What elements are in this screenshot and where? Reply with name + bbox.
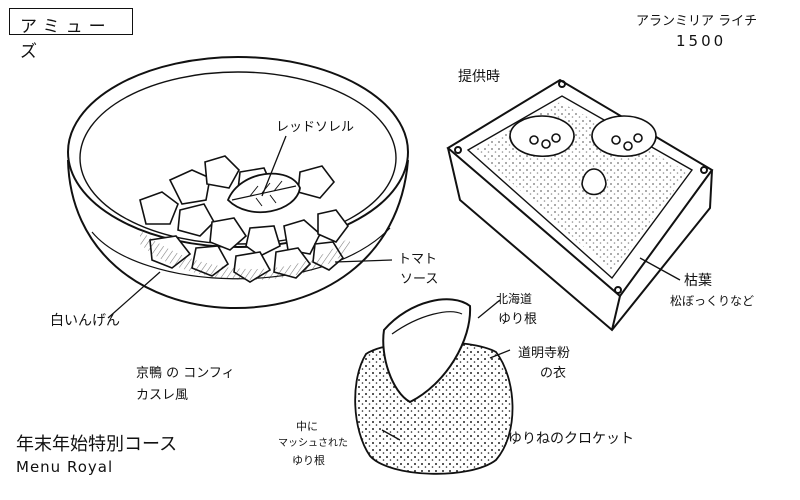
bowl-body (67, 159, 409, 310)
label-croquette-name: ゆりねのクロケット (508, 431, 634, 447)
bowl-inner-rim (79, 71, 397, 245)
label-batter-line1: 道明寺粉 (518, 346, 571, 361)
box-inner (466, 95, 694, 280)
wine-name: アランミリア ライチ (636, 14, 758, 29)
bowl-rim (67, 56, 409, 248)
label-duck-confit-line2: カスレ風 (136, 388, 189, 403)
label-batter-line2: の衣 (540, 366, 567, 381)
box-leader-line (639, 257, 681, 281)
price: 1500 (676, 32, 727, 50)
course-name-jp: 年末年始特別コース (16, 434, 178, 455)
label-inside-line2: マッシュされた (278, 438, 348, 449)
label-inside-line1: 中に (296, 420, 318, 433)
label-tomato-line2: ソース (400, 272, 439, 287)
course-name-en: Menu Royal (16, 458, 114, 476)
page-title: アミューズ (20, 17, 112, 62)
label-dry-leaves-line2: 松ぼっくりなど (670, 294, 755, 308)
bowl-leader-lines (107, 135, 393, 319)
croquette-leader-lines (381, 299, 511, 441)
label-at-serving: 提供時 (458, 69, 500, 85)
label-tomato-line1: トマト (398, 252, 438, 267)
title-box: アミューズ (9, 8, 133, 62)
croquette (354, 298, 514, 475)
label-dry-leaves-line1: 枯葉 (684, 273, 712, 289)
label-lily-line1: 北海道 (496, 292, 533, 306)
label-white-beans: 白いんげん (50, 313, 120, 329)
label-inside-line3: ゆり根 (292, 454, 325, 467)
label-duck-confit-line1: 京鴨 の コンフィ (136, 366, 235, 381)
sauce-shading (140, 230, 350, 281)
box-small-bowls (509, 115, 657, 196)
label-lily-line2: ゆり根 (498, 312, 538, 327)
label-red-sorrel: レッドソレル (276, 120, 355, 135)
